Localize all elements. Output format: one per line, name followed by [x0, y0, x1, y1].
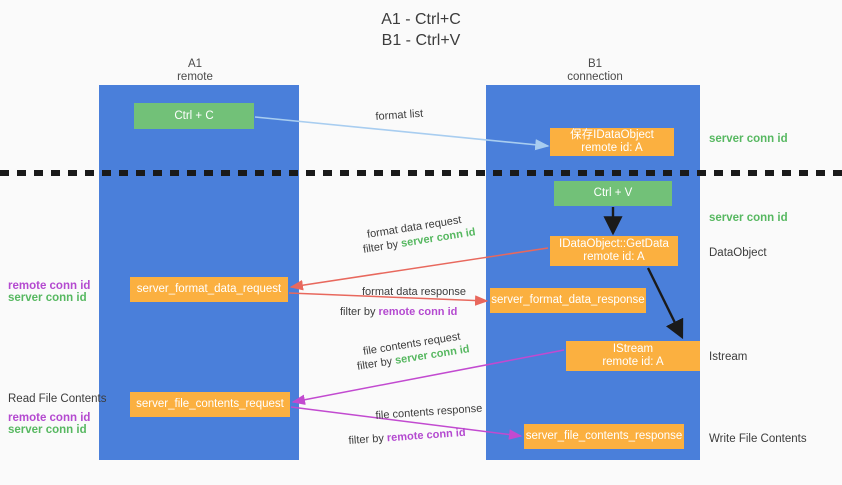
- edge-label-file-contents-response: file contents response: [375, 402, 483, 422]
- filter-prefix: filter by: [348, 432, 388, 447]
- filter-value: remote conn id: [378, 306, 458, 318]
- edge-label-file-contents-response-filter: filter by remote conn id: [348, 426, 466, 448]
- node-server-format-data-response[interactable]: server_format_data_response: [490, 288, 646, 313]
- page-title: A1 - Ctrl+C B1 - Ctrl+V: [381, 11, 461, 49]
- filter-prefix: filter by: [340, 306, 379, 318]
- node-idataobject-getdata[interactable]: IDataObject::GetData remote id: A: [550, 236, 678, 266]
- label-server-conn-id-file: server conn id: [8, 424, 87, 436]
- filter-value: remote conn id: [386, 426, 466, 445]
- node-server-file-contents-request[interactable]: server_file_contents_request: [130, 392, 290, 417]
- edge-label-format-list: format list: [375, 107, 424, 123]
- edge-label-format-data-response: format data response: [362, 286, 466, 298]
- phase-divider-line: [0, 170, 842, 176]
- label-server-conn-id-paste: server conn id: [709, 212, 788, 224]
- column-header-a1: A1 remote: [177, 58, 213, 83]
- node-save-idataobject[interactable]: 保存IDataObject remote id: A: [550, 128, 674, 156]
- label-server-conn-id-copy: server conn id: [709, 133, 788, 145]
- label-istream: Istream: [709, 351, 748, 363]
- node-istream[interactable]: IStream remote id: A: [566, 341, 700, 371]
- label-read-file-contents: Read File Contents: [8, 393, 107, 405]
- filter-prefix: filter by: [356, 354, 397, 373]
- label-server-conn-id-format: server conn id: [8, 292, 87, 304]
- column-header-b1: B1 connection: [567, 58, 623, 83]
- label-remote-conn-id-format: remote conn id: [8, 280, 91, 292]
- label-dataobject: DataObject: [709, 247, 767, 259]
- label-remote-conn-id-file: remote conn id: [8, 412, 91, 424]
- node-server-format-data-request[interactable]: server_format_data_request: [130, 277, 288, 302]
- node-server-file-contents-response[interactable]: server_file_contents_response: [524, 424, 684, 449]
- edge-label-format-data-response-filter: filter by remote conn id: [340, 305, 457, 319]
- node-ctrl-v[interactable]: Ctrl + V: [554, 181, 672, 206]
- label-write-file-contents: Write File Contents: [709, 433, 807, 445]
- node-ctrl-c[interactable]: Ctrl + C: [134, 103, 254, 129]
